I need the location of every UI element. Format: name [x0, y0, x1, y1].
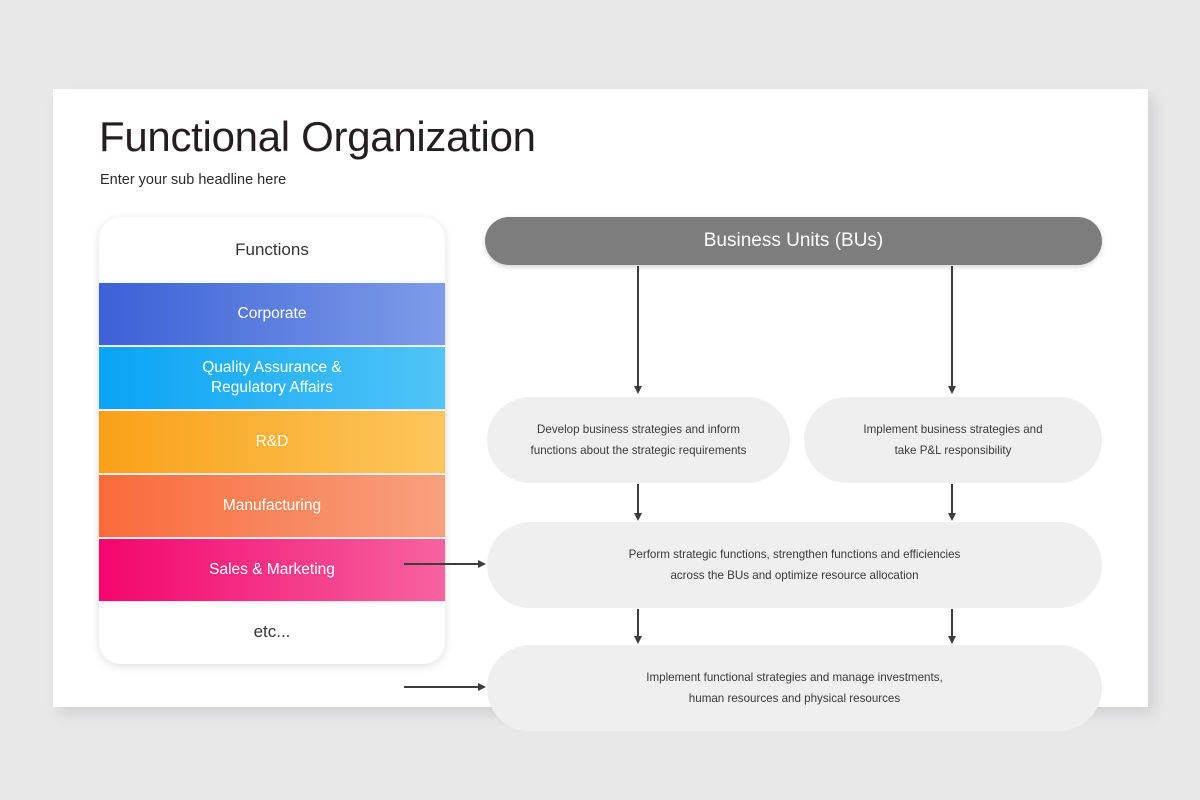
arrow-down-icon	[951, 266, 953, 387]
slide-card: Functional Organization Enter your sub h…	[53, 89, 1148, 731]
function-bar-label: Manufacturing	[222, 496, 322, 514]
business-units-box-text: Implement business strategies and take P…	[863, 419, 1042, 462]
function-bar-label: Quality Assurance &Regulatory Affairs	[202, 358, 342, 396]
box-line-2: take P&L responsibility	[894, 444, 1012, 457]
business-units-box-text: Develop business strategies and inform f…	[531, 419, 747, 462]
functions-column: Functions Corporate Quality Assurance &R…	[99, 217, 445, 664]
function-bar-corporate[interactable]: Corporate	[99, 283, 445, 345]
arrow-down-icon	[637, 609, 639, 637]
function-bar-sales-marketing[interactable]: Sales & Marketing	[99, 539, 445, 601]
business-units-diagram: Business Units (BUs) Develop business st…	[404, 217, 1102, 732]
function-bar-rd[interactable]: R&D	[99, 411, 445, 473]
business-units-header: Business Units (BUs)	[485, 217, 1102, 265]
arrow-right-icon	[404, 563, 479, 565]
business-units-box-1: Develop business strategies and inform f…	[487, 397, 790, 483]
business-units-box-3: Perform strategic functions, strengthen …	[487, 522, 1102, 608]
arrow-down-icon	[637, 266, 639, 387]
box-line-1: Implement functional strategies and mana…	[646, 670, 943, 684]
business-units-box-text: Perform strategic functions, strengthen …	[629, 544, 961, 587]
page-subtitle: Enter your sub headline here	[100, 172, 287, 188]
box-line-2: human resources and physical resources	[688, 692, 901, 705]
function-bar-label: R&D	[255, 432, 289, 450]
functions-header-label: Functions	[235, 239, 309, 259]
function-bar-label: Corporate	[237, 304, 307, 322]
functions-bar-list: Corporate Quality Assurance &Regulatory …	[99, 283, 445, 603]
box-line-2: functions about the strategic requiremen…	[530, 444, 747, 457]
function-bar-manufacturing[interactable]: Manufacturing	[99, 475, 445, 537]
arrow-down-icon	[951, 484, 953, 514]
business-units-box-4: Implement functional strategies and mana…	[487, 645, 1102, 731]
box-line-1: Develop business strategies and inform	[537, 422, 740, 436]
box-line-1: Perform strategic functions, strengthen …	[628, 547, 961, 561]
arrow-right-icon	[404, 686, 479, 688]
business-units-box-2: Implement business strategies and take P…	[804, 397, 1102, 483]
function-bar-quality-assurance[interactable]: Quality Assurance &Regulatory Affairs	[99, 347, 445, 409]
functions-panel-header: Functions	[99, 217, 445, 282]
page-title: Functional Organization	[99, 113, 536, 160]
box-line-1: Implement business strategies and	[863, 422, 1043, 436]
functions-footer-label: etc...	[253, 621, 291, 641]
arrow-down-icon	[637, 484, 639, 514]
box-line-2: across the BUs and optimize resource all…	[670, 569, 919, 582]
business-units-header-label: Business Units (BUs)	[703, 230, 884, 251]
business-units-box-text: Implement functional strategies and mana…	[646, 667, 942, 710]
functions-panel-footer: etc...	[99, 599, 445, 664]
function-bar-label: Sales & Marketing	[209, 560, 335, 578]
arrow-down-icon	[951, 609, 953, 637]
